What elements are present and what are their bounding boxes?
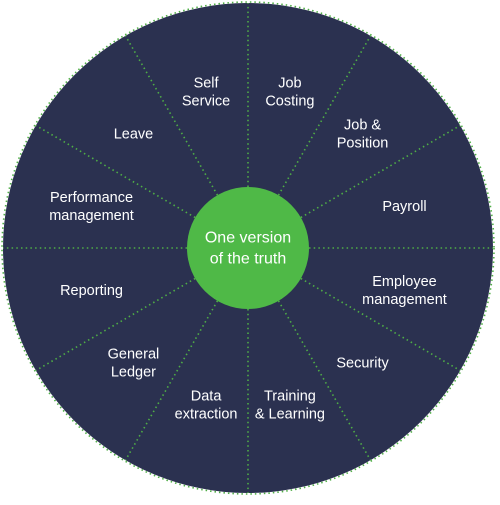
hub-label-line: One version [205, 230, 291, 247]
segment-label-line: Performance [50, 190, 133, 206]
outer-dotted-ring [1, 1, 495, 495]
segment-label-line: Security [336, 356, 389, 372]
segment-label-line: Costing [265, 94, 314, 110]
segment-label-reporting: Reporting [60, 283, 123, 299]
segment-label-line: extraction [175, 406, 238, 422]
segment-label-line: Payroll [382, 199, 426, 215]
segment-label-data-extraction: Data extraction [175, 388, 238, 422]
segment-label-line: Job [278, 76, 301, 92]
segment-label-leave: Leave [114, 126, 154, 142]
segment-label-line: & Learning [255, 406, 325, 422]
segment-label-line: management [362, 292, 447, 308]
segment-label-training-learning: Training & Learning [255, 388, 325, 422]
segment-label-employee-management: Employee management [362, 274, 447, 308]
segment-label-payroll: Payroll [382, 199, 426, 215]
segment-label-line: General [108, 347, 160, 363]
segment-label-line: Self [194, 76, 220, 92]
segment-label-line: Data [191, 388, 223, 404]
hub-label-line: of the truth [210, 251, 287, 268]
segment-label-job-position: Job & Position [337, 117, 389, 151]
segment-label-line: Position [337, 135, 389, 151]
segment-label-line: Leave [114, 126, 154, 142]
segment-label-line: Employee [372, 274, 436, 290]
hub-circle [187, 187, 309, 309]
segment-label-line: Training [264, 388, 316, 404]
segment-label-security: Security [336, 356, 389, 372]
segment-label-line: Reporting [60, 283, 123, 299]
segment-label-line: Job & [344, 117, 381, 133]
segment-label-line: Service [182, 94, 230, 110]
hub-label: One version of the truth [205, 230, 291, 268]
segment-label-performance-management: Performance management [49, 190, 134, 224]
segment-label-line: management [49, 208, 134, 224]
segment-label-line: Ledger [111, 365, 156, 381]
